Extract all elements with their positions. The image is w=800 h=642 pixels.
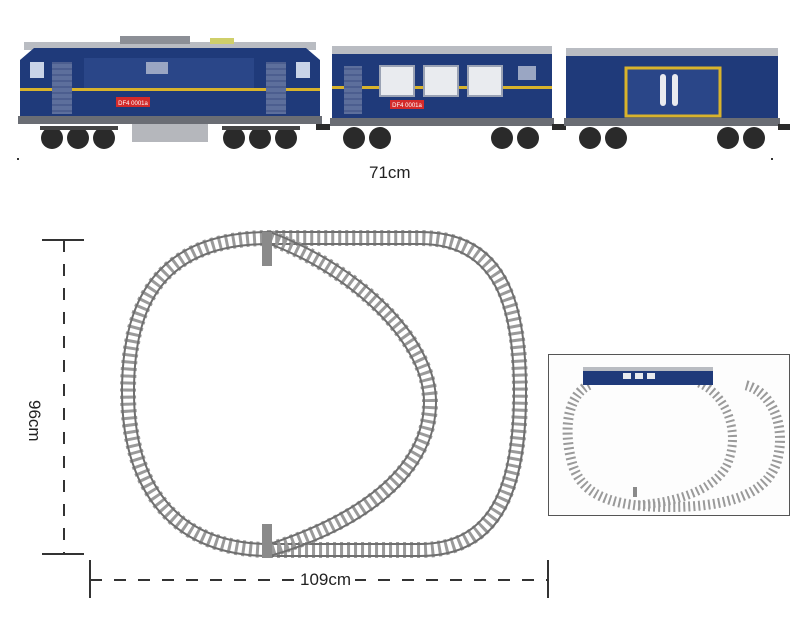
wheel [275,127,297,149]
outer-loop-rail-outer [120,231,528,557]
train-length-label: 71cm [365,163,415,183]
wheel [717,127,739,149]
wheel [343,127,365,149]
passenger-car-number-text: DF4 0001a [392,103,422,109]
layout-height-label: 96cm [24,396,44,446]
locomotive-roof [24,42,316,50]
layout-height-dimension [42,239,84,555]
door-handle [672,74,678,106]
coupler [552,124,566,130]
inner-branch-ties [267,230,439,558]
wheel [249,127,271,149]
passenger-window [467,65,503,97]
passenger-car-frame [330,118,554,126]
locomotive-number-text: DF4 0001a [118,101,148,107]
cab-window-right [296,62,310,78]
passenger-car-roof [332,46,552,54]
inset-train-window [623,373,631,379]
train-length-dimension [17,158,773,160]
locomotive-stripe [20,88,320,91]
freight-car [564,48,790,149]
wheel [579,127,601,149]
locomotive-frame [18,116,322,124]
inner-branch-rail-outer [269,231,438,557]
passenger-car: DF4 0001a [330,46,566,149]
wheel [93,127,115,149]
inset-train-roof [583,367,713,371]
outer-loop-track [119,230,529,558]
passenger-window [423,65,459,97]
outer-loop-rail-inner [132,243,516,545]
inset-train-window [635,373,643,379]
freight-car-roof [566,48,778,56]
engine-panels [84,58,254,88]
track-switch-icon [262,232,272,266]
locomotive-roof-equipment [120,36,190,44]
layout-width-dimension [89,560,549,598]
bogie-left [40,126,118,130]
inset-inner-track [636,378,737,510]
wheel [41,127,63,149]
wheel [743,127,765,149]
wheel [517,127,539,149]
coupler [778,124,790,130]
inner-branch-rail-inner [269,243,426,545]
fuel-tank [132,124,208,142]
locomotive-number-plate [116,97,150,107]
freight-car-door [624,66,722,118]
cab-window-left [30,62,44,78]
passenger-car-number-plate [390,100,424,109]
freight-car-frame [564,118,780,126]
track-layout [42,230,549,598]
wheel [67,127,89,149]
door-handle [660,74,666,106]
layout-width-label: 109cm [296,570,356,590]
inner-branch-track [267,230,439,558]
wheel [369,127,391,149]
wheel [491,127,513,149]
passenger-window [379,65,415,97]
train-illustration: DF4 0001a DF4 0001a [17,36,790,160]
passenger-car-door [344,66,362,114]
locomotive: DF4 0001a [18,36,330,149]
outer-loop-ties [119,230,529,558]
track-switch-icon [262,524,272,558]
engine-vent [146,62,168,74]
inset-train-window [647,373,655,379]
coupler [316,124,330,130]
inset-outer-track [562,380,785,513]
inset-photo [548,354,790,516]
wheel [605,127,627,149]
locomotive-roof-light [210,38,234,44]
inset-photo-icon [562,367,785,513]
passenger-car-small-window [518,66,536,80]
track-switch-icon [633,487,637,497]
bogie-right [222,126,300,130]
cab-door-right [266,62,286,114]
cab-door-left [52,62,72,114]
wheel [223,127,245,149]
